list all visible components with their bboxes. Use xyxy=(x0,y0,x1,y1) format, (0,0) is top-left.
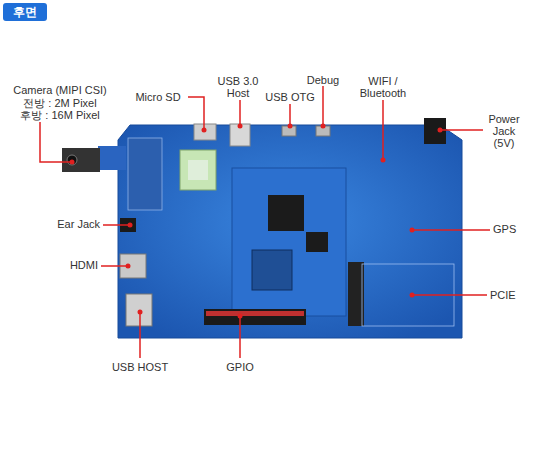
soc-chip xyxy=(268,195,304,231)
wifi-module xyxy=(180,150,216,190)
callout-label: HDMI xyxy=(20,259,98,271)
pcb xyxy=(118,125,462,338)
callout-label: USB OTG xyxy=(262,91,318,103)
camera-module xyxy=(62,148,100,172)
callout-label: PCIE xyxy=(490,289,530,301)
power-jack xyxy=(424,118,446,144)
usb3-connector xyxy=(230,124,250,146)
gpio-header xyxy=(204,309,306,325)
callout-label: 전방 : 2M Pixel xyxy=(0,97,120,109)
page-tab-title: 후면 xyxy=(3,3,47,21)
camera-flex xyxy=(98,146,126,170)
memory-chip xyxy=(306,232,328,252)
camera-lens xyxy=(67,155,77,165)
compute-module xyxy=(232,168,346,316)
pin-header xyxy=(128,138,162,210)
callout-label: USB HOST xyxy=(100,361,180,373)
callout-label: Ear Jack xyxy=(20,218,100,230)
callout-label: 후방 : 16M Pixel xyxy=(0,109,120,121)
callout-label: GPS xyxy=(493,223,533,235)
leader-lines xyxy=(40,86,490,358)
callout-label: USB 3.0 Host xyxy=(216,75,260,99)
microsd-socket xyxy=(194,124,216,140)
usb-host-connector xyxy=(126,294,152,326)
callout-label: Debug xyxy=(298,74,348,86)
callout-label: Power Jack (5V) xyxy=(483,113,525,149)
callout-label: Camera (MIPI CSI) xyxy=(0,84,120,96)
callout-label: WIFI / Bluetooth xyxy=(350,75,416,99)
pmic-area xyxy=(252,250,292,290)
leader-dots xyxy=(70,124,443,319)
gpio-pins xyxy=(206,311,304,316)
callout-label: Micro SD xyxy=(128,91,188,103)
wifi-shield xyxy=(188,160,208,180)
callout-label: GPIO xyxy=(210,361,270,373)
